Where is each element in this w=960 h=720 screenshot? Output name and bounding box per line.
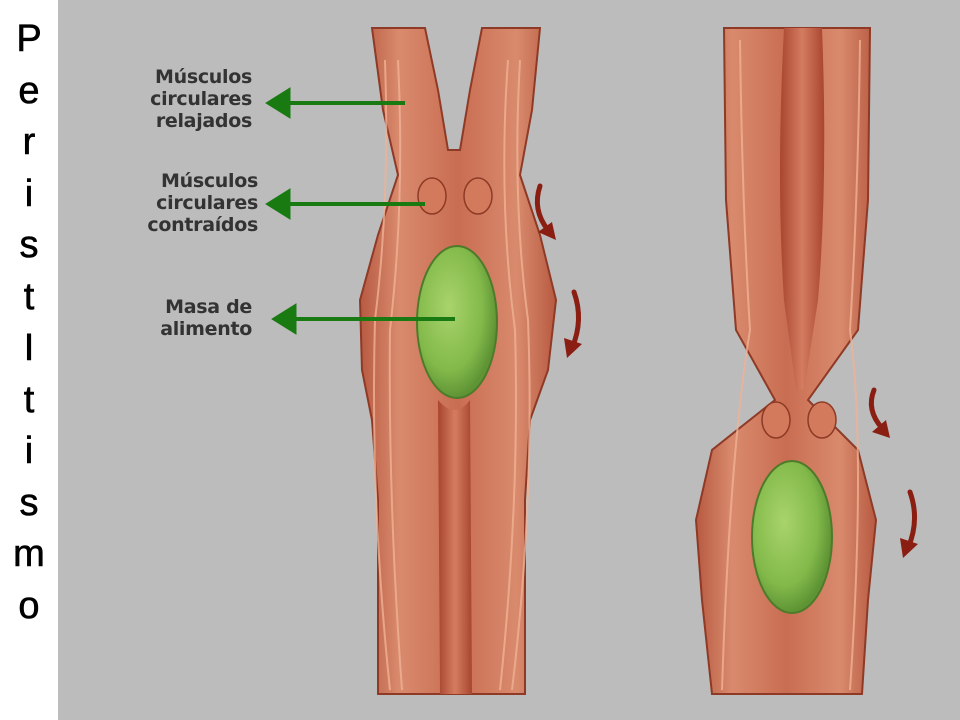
pointer-arrows: [265, 87, 455, 335]
title-letter: t: [23, 378, 35, 421]
title-letter: r: [22, 121, 36, 164]
vertical-title: P e r i s t I t i s m o: [0, 14, 58, 632]
label-line: relajados: [155, 110, 252, 132]
label-line: alimento: [160, 318, 252, 340]
label-line: circulares: [150, 88, 252, 110]
contraction-folds-right: [761, 401, 837, 439]
title-letter: I: [23, 327, 35, 370]
motion-arrow-3: [868, 387, 885, 431]
label-food-mass: Masa de alimento: [72, 296, 252, 340]
lumen-left: [438, 400, 472, 694]
arrowhead-food: [271, 303, 297, 335]
lumen-right: [780, 28, 825, 390]
title-letter: P: [16, 18, 42, 61]
motion-arrow-2: [569, 289, 581, 351]
food-bolus-left: [416, 245, 498, 399]
esophagus-right: [694, 27, 878, 695]
label-relaxed-muscles: Músculos circulares relajados: [72, 66, 252, 132]
label-line: Masa de: [165, 296, 252, 318]
title-letter: s: [19, 224, 39, 267]
muscle-fibers-right: [721, 39, 861, 691]
arrowhead-relaxed: [265, 87, 291, 119]
title-letter: o: [18, 584, 40, 627]
motion-arrowhead-3: [872, 420, 890, 438]
title-letter: i: [24, 430, 34, 473]
title-letter: t: [23, 275, 35, 318]
title-letter: e: [18, 69, 40, 112]
title-letter: s: [19, 481, 39, 524]
label-contracted-muscles: Músculos circulares contraídos: [72, 170, 258, 236]
title-sidebar: P e r i s t I t i s m o: [0, 0, 58, 720]
label-line: Músculos: [154, 66, 252, 88]
label-line: Músculos: [160, 170, 258, 192]
motion-arrowhead-1: [538, 222, 556, 240]
food-bolus-right: [751, 460, 833, 614]
motion-arrowhead-4: [900, 538, 918, 558]
label-line: circulares: [156, 192, 258, 214]
motion-arrowhead-2: [564, 338, 582, 358]
label-line: contraídos: [147, 214, 258, 236]
arrowhead-contracted: [265, 188, 291, 220]
muscle-fibers-left: [373, 59, 531, 691]
motion-arrow-4: [905, 489, 917, 551]
title-letter: m: [13, 533, 45, 576]
title-letter: i: [24, 172, 34, 215]
esophagus-left: [358, 27, 558, 695]
motion-arrow-1: [534, 183, 551, 233]
motion-arrows: [534, 183, 918, 558]
